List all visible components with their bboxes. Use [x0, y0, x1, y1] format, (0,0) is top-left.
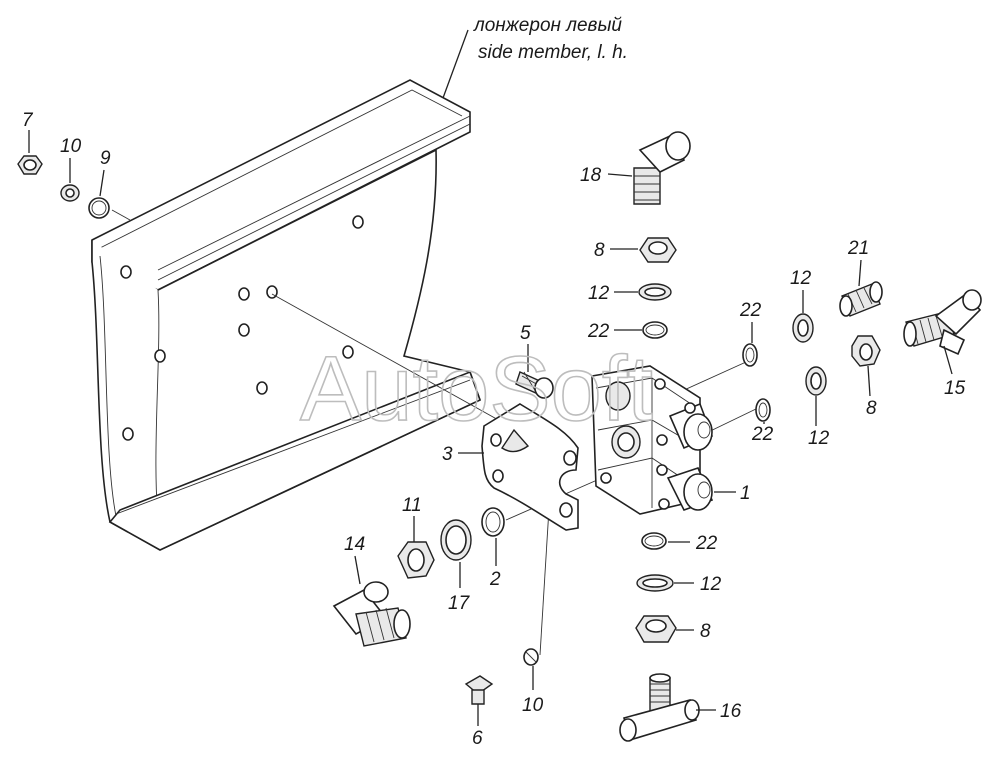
- callout-7: 7: [22, 110, 34, 131]
- callout-22-right-upper: 22: [739, 300, 762, 321]
- watermark-text: AutoSoft: [300, 338, 653, 440]
- bolt-6: [464, 675, 494, 705]
- tee-fitting-15: [903, 289, 982, 356]
- leader-lines: [28, 130, 953, 726]
- callout-22-right-lower: 22: [751, 424, 774, 445]
- nut-8-right: [851, 335, 881, 367]
- callout-12-right-upper: 12: [790, 268, 812, 289]
- callout-17: 17: [448, 593, 471, 614]
- callout-8-top: 8: [594, 240, 605, 261]
- callout-9: 9: [100, 148, 111, 169]
- washer-10-bottom: [523, 648, 539, 666]
- oring-2: [481, 507, 505, 537]
- union-fitting-21: [839, 281, 883, 317]
- protection-valve-1: [591, 365, 714, 515]
- callout-10-top: 10: [60, 136, 82, 157]
- callout-10-bottom: 10: [522, 695, 544, 716]
- bolt-5: [515, 371, 554, 399]
- callout-8-right: 8: [866, 398, 877, 419]
- callout-11: 11: [402, 495, 422, 516]
- title-line-english: side member, l. h.: [478, 42, 628, 63]
- washer-12-right-lower: [805, 366, 827, 396]
- callout-12-bottom: 12: [700, 574, 722, 595]
- side-member-frame-rail: [91, 79, 481, 551]
- callout-18: 18: [580, 165, 602, 186]
- callout-6: 6: [472, 728, 483, 749]
- oring-22-top: [642, 321, 668, 339]
- washer-10-top: [60, 184, 80, 202]
- oring-22-right-lower: [755, 398, 771, 422]
- oring-22-bottom: [641, 532, 667, 550]
- title-leader-line: [442, 29, 469, 99]
- callout-16: 16: [720, 701, 742, 722]
- callout-22-top: 22: [587, 321, 610, 342]
- nut-7: [17, 155, 43, 175]
- oring-9: [88, 197, 110, 219]
- callout-12-top: 12: [588, 283, 610, 304]
- callout-5: 5: [520, 323, 531, 344]
- washer-17: [440, 519, 472, 561]
- nut-11: [397, 541, 435, 579]
- callout-21: 21: [847, 238, 869, 259]
- callout-numbers: 7 10 9 18 8 12 22 5 3 22 22 1 22 12 12 2…: [22, 110, 966, 749]
- washer-12-right-upper: [792, 313, 814, 343]
- elbow-fitting-18: [633, 131, 691, 205]
- title-line-russian: лонжерон левый: [473, 15, 622, 36]
- callout-22-bottom: 22: [695, 533, 718, 554]
- nut-8-top: [639, 237, 677, 263]
- elbow-fitting-14: [332, 581, 411, 647]
- callout-15: 15: [944, 378, 966, 399]
- tee-fitting-16: [619, 673, 700, 742]
- nut-8-bottom: [635, 615, 677, 643]
- callout-14: 14: [344, 534, 365, 555]
- callout-2: 2: [489, 569, 501, 590]
- washer-12-bottom: [636, 574, 674, 592]
- callout-3: 3: [442, 444, 453, 465]
- callout-8-bottom: 8: [700, 621, 711, 642]
- washer-12-top: [638, 283, 672, 301]
- callout-1: 1: [740, 483, 751, 504]
- oring-22-right-upper: [742, 343, 758, 367]
- bracket-3: [481, 403, 579, 531]
- callout-12-right-lower: 12: [808, 428, 830, 449]
